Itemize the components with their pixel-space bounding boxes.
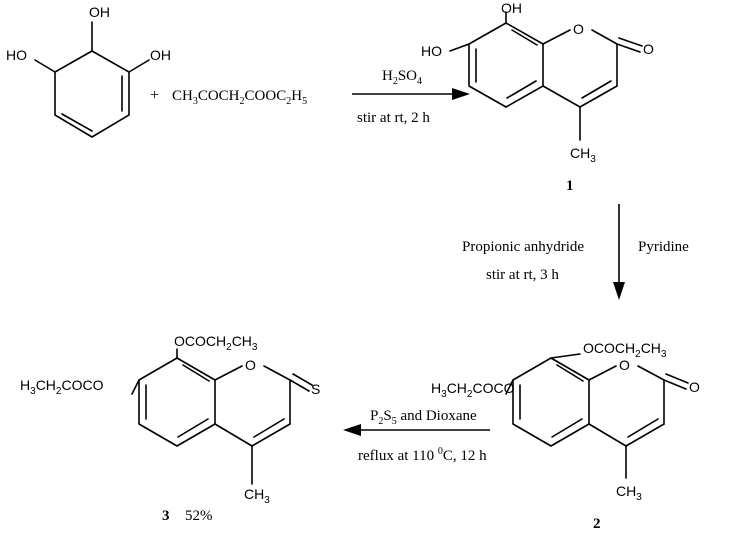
pyrogallol-oh-top: OH [89,4,110,20]
ethyl-acetoacetate-formula: CH3COCH2COOC2H5 [172,88,307,107]
compound2-structure [505,353,689,479]
step2-arrow [613,204,625,300]
compound3-top-group: OCOCH2CH3 [174,333,258,353]
formula-subscript: 3 [441,389,447,400]
compound1-structure [449,11,643,141]
formula-subscript: 3 [636,492,642,503]
compound3-yield: 52% [185,508,213,524]
compound2-left-group: H3CH2COCO [431,380,515,400]
pyrogallol-oh-right: OH [150,47,171,63]
compound3-methyl: CH3 [244,486,270,506]
formula-part: CH [232,333,252,349]
step2-conditions: stir at rt, 3 h [486,267,559,283]
step3-reagent: P2S5 and Dioxane [370,408,477,427]
formula-subscript: 2 [226,342,232,353]
formula-part: CH [447,380,467,396]
formula-part: COCO [61,377,103,393]
step1-arrow [352,88,470,100]
formula-subscript: 5 [302,96,307,107]
compound3-ring-oxygen: O [245,357,256,373]
formula-part: H [20,377,30,393]
step1-acid: H2SO4 [382,68,422,87]
formula-part: COCO [472,380,514,396]
formula-part: CH [36,377,56,393]
compound2-carbonyl-oxygen: O [689,379,700,395]
formula-part: H [431,380,441,396]
step1-conditions: stir at rt, 2 h [357,110,430,126]
compound2-methyl: CH3 [616,483,642,503]
formula-part: OCOCH [583,340,635,356]
formula-subscript: 2 [56,386,62,397]
compound3-label: 3 [162,508,170,524]
compound3-structure [131,348,313,485]
compound3-thione-sulfur: S [311,381,320,397]
formula-part: P [370,408,378,424]
compound3-left-group: H3CH2COCO [20,377,104,397]
formula-subscript: 3 [30,386,36,397]
compound1-oh-top: OH [501,0,522,16]
formula-subscript: 2 [286,96,291,107]
compound2-label: 2 [593,516,601,532]
formula-part: H [291,88,302,104]
formula-part: CH [570,145,590,161]
step3-arrow [343,424,490,436]
formula-subscript: 2 [240,96,245,107]
formula-subscript: 5 [392,416,397,427]
conditions-part: reflux at 110 [358,448,438,464]
step2-base: Pyridine [638,239,689,255]
formula-part: and Dioxane [397,408,477,424]
formula-part: S [383,408,391,424]
formula-subscript: 3 [252,342,258,353]
formula-part: CH [244,486,264,502]
formula-subscript: 2 [635,349,641,360]
formula-subscript: 3 [264,495,270,506]
conditions-superscript: 0 [438,446,443,457]
formula-subscript: 3 [661,349,667,360]
formula-subscript: 2 [378,416,383,427]
conditions-part: C, 12 h [443,448,487,464]
compound1-ring-oxygen: O [573,21,584,37]
formula-subscript: 3 [590,154,596,165]
formula-subscript: 4 [417,76,422,87]
plus-sign: + [150,87,159,104]
compound1-ho-left: HO [421,43,442,59]
formula-part: COCH [198,88,240,104]
pyrogallol-structure [34,21,150,138]
formula-part: CH [616,483,636,499]
formula-subscript: 2 [467,389,473,400]
compound1-carbonyl-oxygen: O [643,41,654,57]
step3-conditions: reflux at 110 0C, 12 h [358,446,487,464]
formula-subscript: 2 [393,76,398,87]
formula-part: COOC [245,88,287,104]
compound2-top-group: OCOCH2CH3 [583,340,667,360]
formula-part: CH [172,88,193,104]
compound1-methyl: CH3 [570,145,596,165]
compound1-label: 1 [566,178,574,194]
formula-part: SO [398,68,417,84]
pyrogallol-ho-left: HO [6,47,27,63]
formula-part: OCOCH [174,333,226,349]
formula-part: CH [641,340,661,356]
compound2-ring-oxygen: O [619,357,630,373]
formula-subscript: 3 [193,96,198,107]
step2-reagent: Propionic anhydride [462,239,584,255]
formula-part: H [382,68,393,84]
